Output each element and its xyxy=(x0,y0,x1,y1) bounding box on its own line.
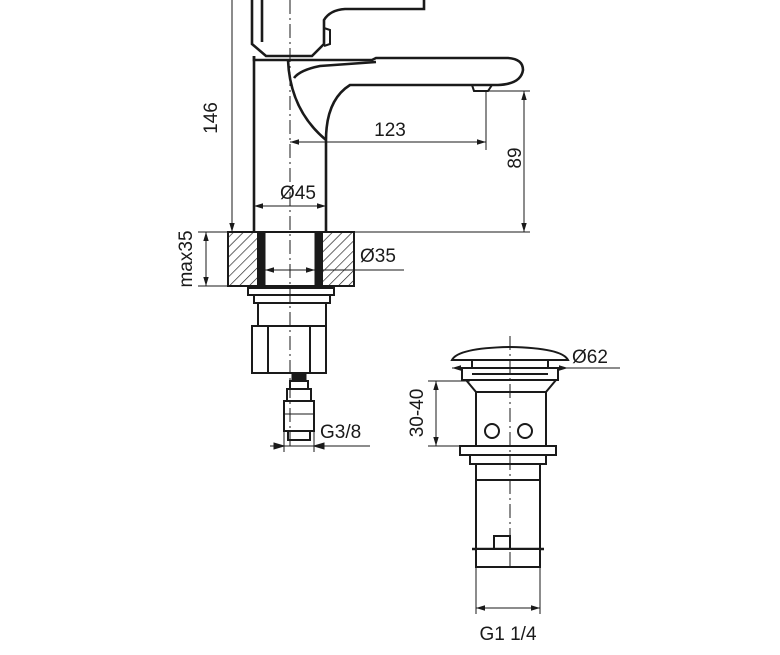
faucet-drawing: 146 123 89 Ø45 Ø35 xyxy=(176,0,530,452)
dim-max-thickness: max35 xyxy=(176,230,228,288)
faucet-lever xyxy=(250,0,426,58)
dim-spout-reach-label: 123 xyxy=(374,120,406,141)
drain-cage xyxy=(465,379,557,447)
drain-body xyxy=(459,445,557,568)
dim-cap-diameter: Ø62 xyxy=(452,347,620,371)
dim-height-label: 146 xyxy=(201,102,222,134)
dim-height-range-label: 30-40 xyxy=(407,389,428,438)
dim-max-thickness-label: max35 xyxy=(176,230,197,287)
dim-spout-height: 89 xyxy=(354,90,530,233)
faucet-body xyxy=(252,56,525,232)
dim-drain-thread-label: G1 1/4 xyxy=(479,624,536,645)
drain-drawing: Ø62 30-40 G1 1/4 xyxy=(407,336,620,645)
dim-body-diameter-label: Ø45 xyxy=(280,183,316,204)
dim-cap-diameter-label: Ø62 xyxy=(572,347,608,368)
dim-hole-diameter: Ø35 xyxy=(265,246,404,273)
dim-connection-thread: G3/8 xyxy=(270,422,370,452)
fixing-nut xyxy=(247,287,335,374)
dim-connection-label: G3/8 xyxy=(320,422,361,443)
dim-drain-thread: G1 1/4 xyxy=(475,567,541,645)
countertop-section xyxy=(227,231,355,289)
dim-total-height: 146 xyxy=(201,0,254,233)
supply-connector xyxy=(283,372,315,441)
dim-spout-height-label: 89 xyxy=(505,147,526,168)
dim-height-range: 30-40 xyxy=(407,380,470,447)
dim-body-diameter: Ø45 xyxy=(254,183,326,209)
dim-spout-reach: 123 xyxy=(290,92,487,150)
dim-hole-diameter-label: Ø35 xyxy=(360,246,396,267)
